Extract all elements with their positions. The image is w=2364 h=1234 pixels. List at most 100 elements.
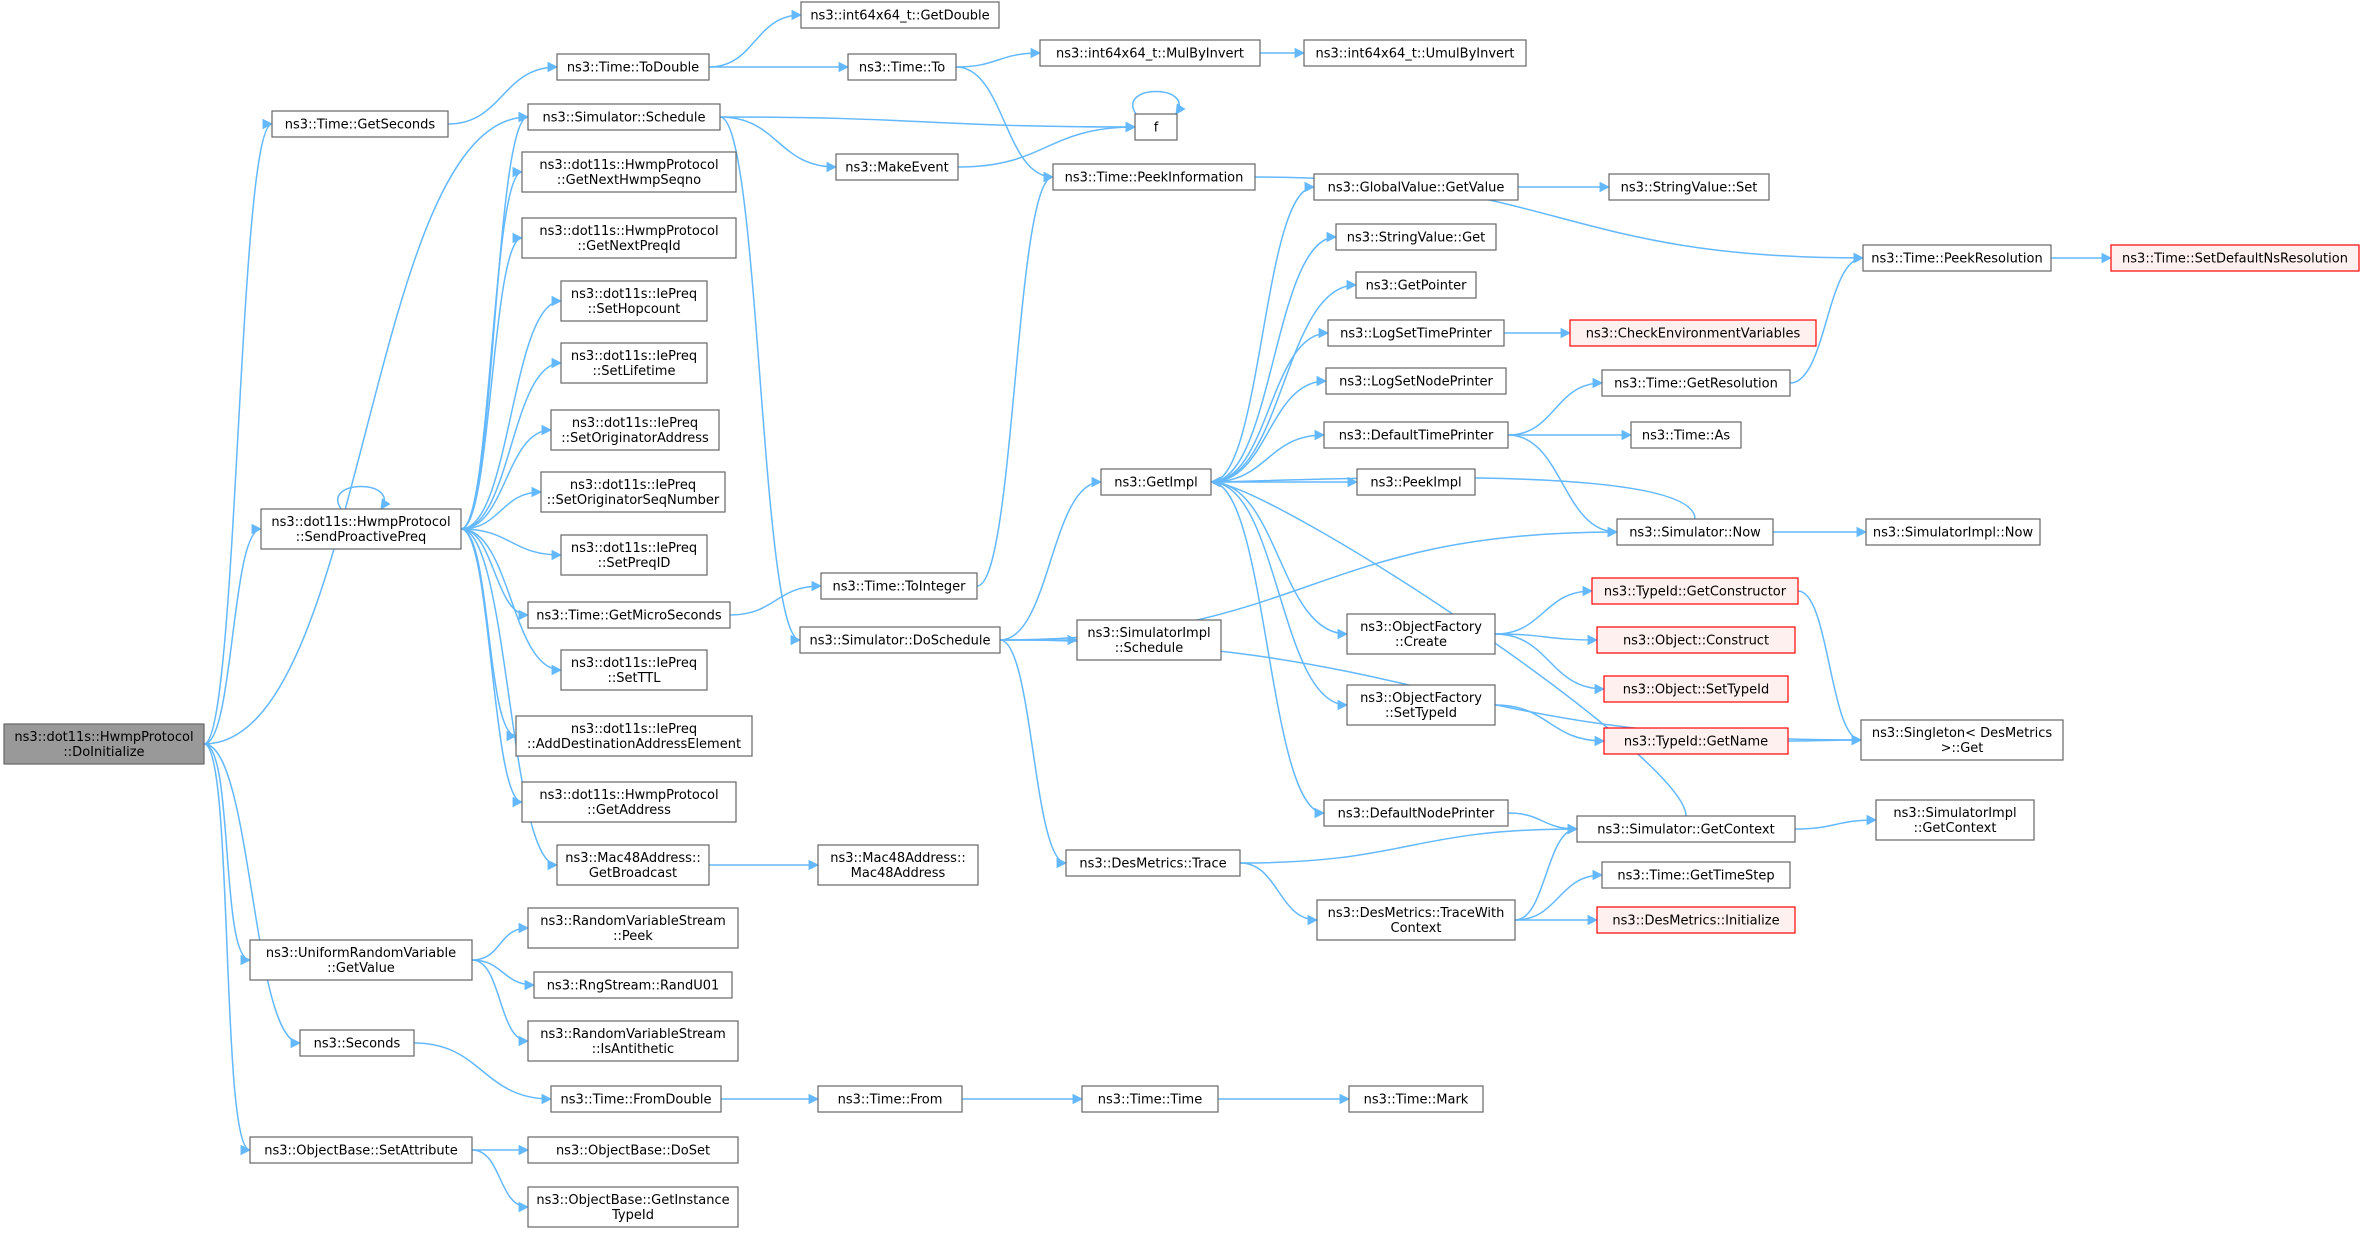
node-box	[550, 409, 720, 451]
node-box	[540, 471, 726, 513]
node-label-line: ns3::ObjectBase::SetAttribute	[264, 1144, 458, 1159]
call-edge-root-to-seconds	[203, 743, 302, 1049]
function-node-desTrace[interactable]: ns3::DesMetrics::Trace	[1065, 849, 1241, 877]
function-node-svGet[interactable]: ns3::StringValue::Get	[1335, 223, 1497, 251]
function-node-setOrigSeq[interactable]: ns3::dot11s::IePreq::SetOriginatorSeqNum…	[540, 471, 726, 513]
function-node-timeMark[interactable]: ns3::Time::Mark	[1348, 1085, 1484, 1113]
function-node-simImplSchedule[interactable]: ns3::SimulatorImpl::Schedule	[1076, 619, 1222, 661]
function-node-simImplCtx[interactable]: ns3::SimulatorImpl::GetContext	[1875, 799, 2035, 841]
function-node-doSchedule[interactable]: ns3::Simulator::DoSchedule	[799, 626, 1001, 654]
function-node-simImplNow[interactable]: ns3::SimulatorImpl::Now	[1865, 518, 2041, 546]
node-label-line: ::SetTTL	[607, 671, 661, 686]
function-node-setLifetime[interactable]: ns3::dot11s::IePreq::SetLifetime	[560, 342, 708, 384]
node-label-line: ::SetOriginatorSeqNumber	[547, 493, 720, 508]
function-node-setPreqId[interactable]: ns3::dot11s::IePreq::SetPreqID	[560, 534, 708, 576]
function-node-getCtor[interactable]: ns3::TypeId::GetConstructor	[1591, 577, 1799, 605]
call-edge-schedule-to-f	[719, 116, 1137, 133]
node-box	[527, 907, 739, 949]
node-label-line: ns3::Time::SetDefaultNsResolution	[2122, 252, 2348, 267]
node-box	[1860, 719, 2064, 761]
function-node-fromDouble[interactable]: ns3::Time::FromDouble	[550, 1085, 722, 1113]
function-node-setAttr[interactable]: ns3::ObjectBase::SetAttribute	[249, 1136, 473, 1164]
function-node-setOrigAddr[interactable]: ns3::dot11s::IePreq::SetOriginatorAddres…	[550, 409, 720, 451]
function-node-nextPreqId[interactable]: ns3::dot11s::HwmpProtocol::GetNextPreqId	[521, 217, 737, 259]
function-node-isAnti[interactable]: ns3::RandomVariableStream::IsAntithetic	[527, 1020, 739, 1062]
function-node-getName[interactable]: ns3::TypeId::GetName	[1603, 727, 1789, 755]
function-node-urvGetValue[interactable]: ns3::UniformRandomVariable::GetValue	[249, 939, 473, 981]
function-node-setHopcount[interactable]: ns3::dot11s::IePreq::SetHopcount	[560, 280, 708, 322]
function-node-getDouble[interactable]: ns3::int64x64_t::GetDouble	[800, 1, 1000, 29]
node-label-line: ns3::CheckEnvironmentVariables	[1586, 327, 1801, 342]
function-node-logSetTime[interactable]: ns3::LogSetTimePrinter	[1327, 319, 1505, 347]
node-label-line: ns3::ObjectFactory	[1360, 620, 1482, 635]
call-edge-sendProactive-to-sendProactive	[337, 485, 391, 510]
function-node-getAddress[interactable]: ns3::dot11s::HwmpProtocol::GetAddress	[521, 781, 737, 823]
node-box	[1134, 113, 1178, 141]
function-node-gvGetValue[interactable]: ns3::GlobalValue::GetValue	[1313, 173, 1519, 201]
call-edge-doSchedule-to-getImpl	[999, 476, 1103, 641]
call-edge-toInteger-to-peekInfo	[976, 171, 1055, 587]
function-node-umulByInvert[interactable]: ns3::int64x64_t::UmulByInvert	[1303, 39, 1527, 67]
function-node-setDefNs[interactable]: ns3::Time::SetDefaultNsResolution	[2110, 244, 2360, 272]
call-edge-ofCreate-to-objConstruct	[1494, 633, 1599, 646]
function-node-rvsPeek[interactable]: ns3::RandomVariableStream::Peek	[527, 907, 739, 949]
function-node-doSet[interactable]: ns3::ObjectBase::DoSet	[527, 1136, 739, 1164]
function-node-root[interactable]: ns3::dot11s::HwmpProtocol::DoInitialize	[3, 723, 205, 765]
function-node-makeEvent[interactable]: ns3::MakeEvent	[835, 153, 959, 181]
function-node-timeAs[interactable]: ns3::Time::As	[1630, 421, 1742, 449]
function-node-mac48[interactable]: ns3::Mac48Address::Mac48Address	[817, 844, 979, 886]
function-node-getPointer[interactable]: ns3::GetPointer	[1355, 271, 1477, 299]
function-node-defNodePrinter[interactable]: ns3::DefaultNodePrinter	[1323, 799, 1509, 827]
function-node-mulByInvert[interactable]: ns3::int64x64_t::MulByInvert	[1039, 39, 1261, 67]
function-node-getSeconds[interactable]: ns3::Time::GetSeconds	[271, 110, 449, 138]
node-label-line: Mac48Address	[851, 866, 946, 881]
function-node-getImpl[interactable]: ns3::GetImpl	[1100, 468, 1212, 496]
function-node-getBroadcast[interactable]: ns3::Mac48Address::GetBroadcast	[556, 844, 710, 886]
call-edge-getImpl-to-logSetNode	[1210, 375, 1328, 483]
function-node-simNow[interactable]: ns3::Simulator::Now	[1616, 518, 1774, 546]
node-label-line: TypeId	[611, 1208, 654, 1223]
function-node-getContext[interactable]: ns3::Simulator::GetContext	[1576, 815, 1796, 843]
function-node-timeTo[interactable]: ns3::Time::To	[847, 53, 957, 81]
function-node-objConstruct[interactable]: ns3::Object::Construct	[1596, 626, 1796, 654]
call-edge-getImpl-to-defTimePrinter	[1210, 429, 1326, 483]
function-node-svSet[interactable]: ns3::StringValue::Set	[1608, 173, 1770, 201]
function-node-toDouble[interactable]: ns3::Time::ToDouble	[556, 53, 710, 81]
function-node-timeTime[interactable]: ns3::Time::Time	[1081, 1085, 1219, 1113]
node-box	[1052, 163, 1256, 191]
function-node-toInteger[interactable]: ns3::Time::ToInteger	[820, 572, 978, 600]
function-node-seconds[interactable]: ns3::Seconds	[299, 1029, 415, 1057]
function-node-ofSetTypeId[interactable]: ns3::ObjectFactory::SetTypeId	[1346, 684, 1496, 726]
call-edge-desTrace-to-traceWithCtx	[1239, 862, 1319, 926]
function-node-f[interactable]: f	[1134, 113, 1178, 141]
function-node-getMicro[interactable]: ns3::Time::GetMicroSeconds	[527, 601, 731, 629]
function-node-desInit[interactable]: ns3::DesMetrics::Initialize	[1596, 906, 1796, 934]
node-label-line: ns3::PeekImpl	[1370, 476, 1461, 491]
node-box	[271, 110, 449, 138]
function-node-singletonGet[interactable]: ns3::Singleton< DesMetrics>::Get	[1860, 719, 2064, 761]
node-label-line: ::Schedule	[1115, 641, 1184, 656]
node-label-line: ns3::RandomVariableStream	[540, 914, 726, 929]
function-node-getTimeStep[interactable]: ns3::Time::GetTimeStep	[1601, 861, 1791, 889]
function-node-timeFrom[interactable]: ns3::Time::From	[817, 1085, 963, 1113]
function-node-sendProactive[interactable]: ns3::dot11s::HwmpProtocol::SendProactive…	[260, 508, 462, 550]
function-node-getRes[interactable]: ns3::Time::GetResolution	[1601, 369, 1791, 397]
function-node-objSetTypeId[interactable]: ns3::Object::SetTypeId	[1603, 675, 1789, 703]
function-node-addDest[interactable]: ns3::dot11s::IePreq::AddDestinationAddre…	[515, 715, 753, 757]
node-box	[560, 649, 708, 691]
function-node-peekInfo[interactable]: ns3::Time::PeekInformation	[1052, 163, 1256, 191]
function-node-peekRes[interactable]: ns3::Time::PeekResolution	[1862, 244, 2052, 272]
function-node-schedule[interactable]: ns3::Simulator::Schedule	[527, 103, 721, 131]
function-node-randU01[interactable]: ns3::RngStream::RandU01	[533, 971, 733, 999]
function-node-nextHwmpSeqno[interactable]: ns3::dot11s::HwmpProtocol::GetNextHwmpSe…	[521, 151, 737, 193]
call-edge-getSeconds-to-toDouble	[447, 61, 559, 125]
function-node-checkEnv[interactable]: ns3::CheckEnvironmentVariables	[1569, 319, 1817, 347]
function-node-ofCreate[interactable]: ns3::ObjectFactory::Create	[1346, 613, 1496, 655]
function-node-setTTL[interactable]: ns3::dot11s::IePreq::SetTTL	[560, 649, 708, 691]
node-box	[1356, 468, 1476, 496]
function-node-logSetNode[interactable]: ns3::LogSetNodePrinter	[1325, 367, 1507, 395]
function-node-peekImpl[interactable]: ns3::PeekImpl	[1356, 468, 1476, 496]
function-node-defTimePrinter[interactable]: ns3::DefaultTimePrinter	[1323, 421, 1509, 449]
